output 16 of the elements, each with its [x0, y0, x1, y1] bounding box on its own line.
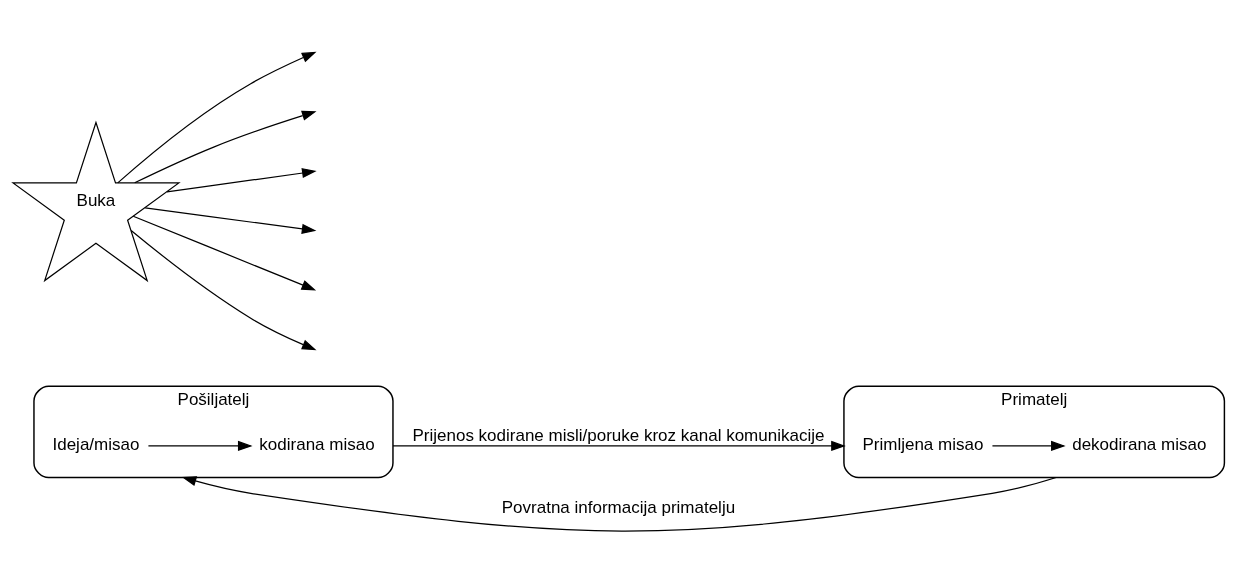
arrow [166, 168, 317, 193]
arrow [117, 51, 317, 184]
edge-label: Prijenos kodirane misli/poruke kroz kanal komunikacije [412, 426, 825, 446]
edge-label: Povratna informacija primatelju [501, 497, 736, 517]
arrow [147, 440, 253, 451]
node-text: dekodirana misao [1072, 435, 1207, 455]
node-text: Primljena misao [862, 435, 984, 455]
arrow [134, 110, 317, 184]
arrow [130, 229, 317, 351]
arrow [181, 476, 1057, 532]
arrow [144, 207, 317, 234]
arrow [132, 215, 317, 291]
node-text: Ideja/misao [52, 435, 140, 455]
node-text: kodirana misao [259, 435, 375, 455]
arrow [392, 440, 846, 451]
arrow [991, 440, 1066, 451]
